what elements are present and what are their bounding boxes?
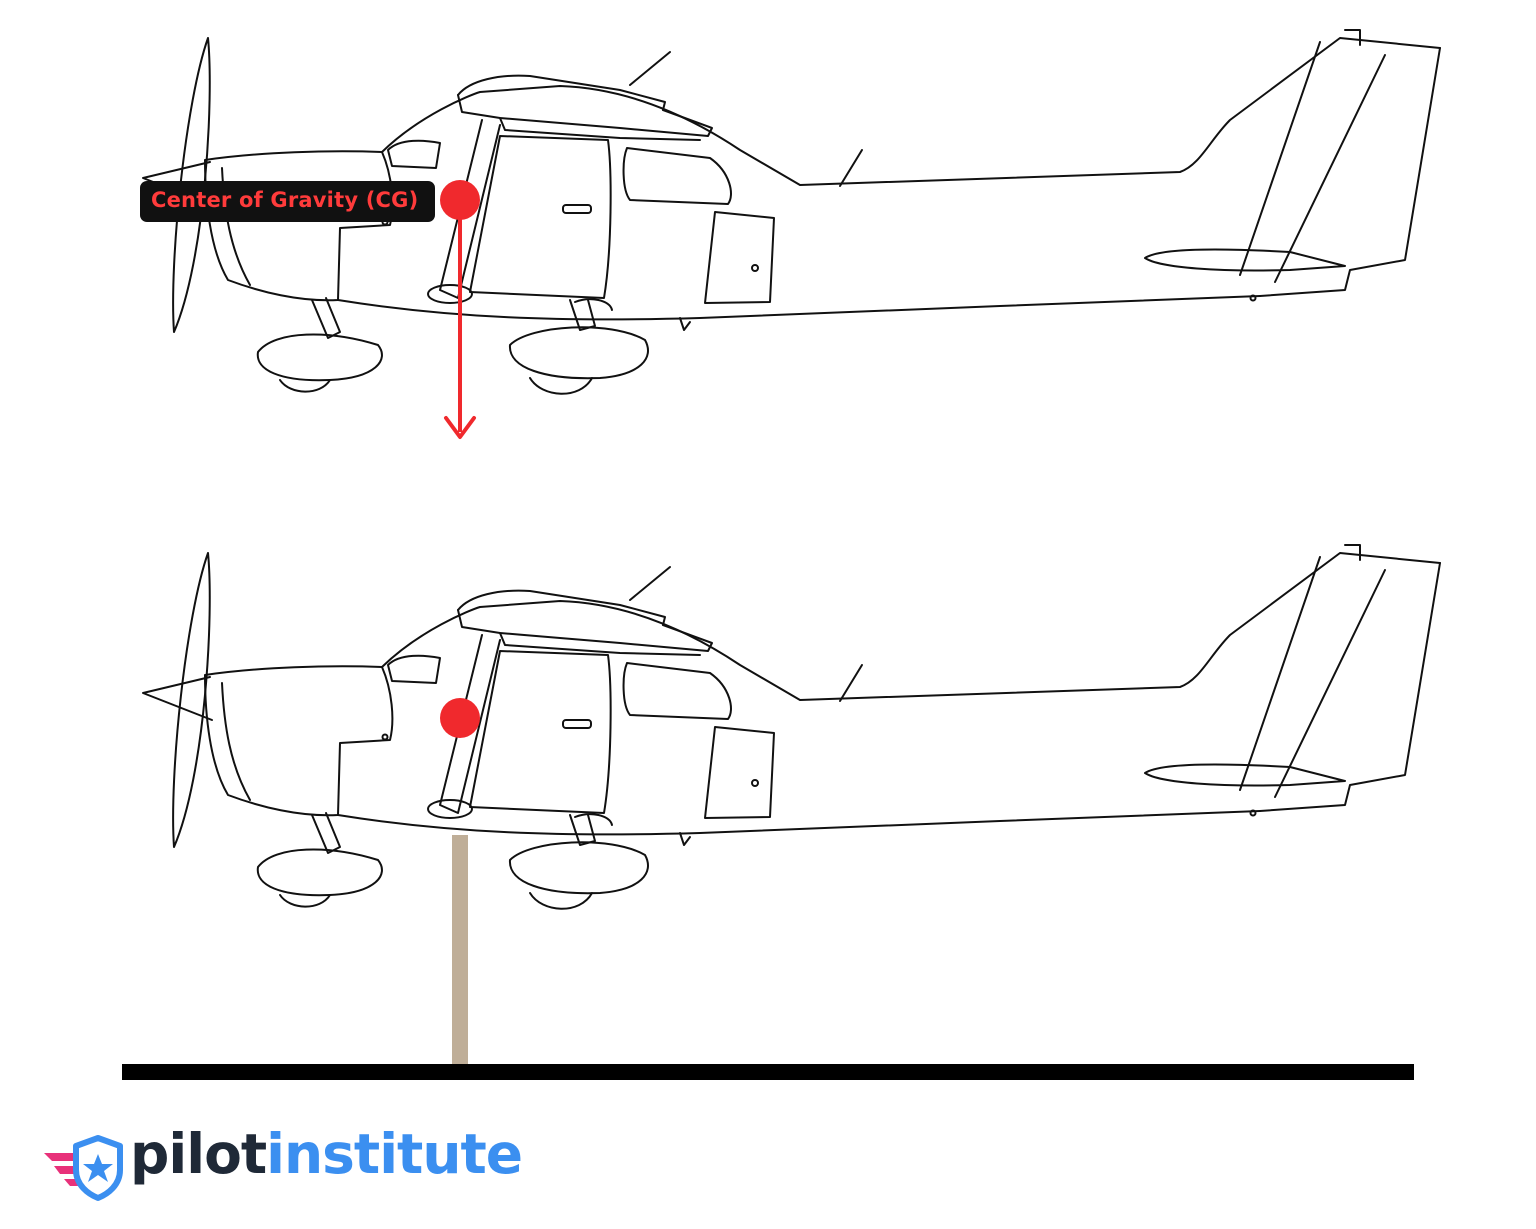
brand-name-pilot: pilot (130, 1122, 267, 1186)
ground-line (122, 1064, 1414, 1080)
cg-dot-top (440, 180, 480, 220)
cg-label: Center of Gravity (CG) (151, 188, 419, 212)
brand-wordmark: pilotinstitute (130, 1122, 523, 1186)
gravity-arrow-head (444, 416, 476, 439)
brand-name-institute: institute (266, 1122, 523, 1186)
support-pillar (452, 835, 468, 1070)
aircraft-bottom (142, 544, 1441, 910)
cg-label-box (140, 181, 435, 222)
pilot-badge-star-icon (44, 1135, 123, 1201)
cg-dot-bottom (440, 698, 480, 738)
